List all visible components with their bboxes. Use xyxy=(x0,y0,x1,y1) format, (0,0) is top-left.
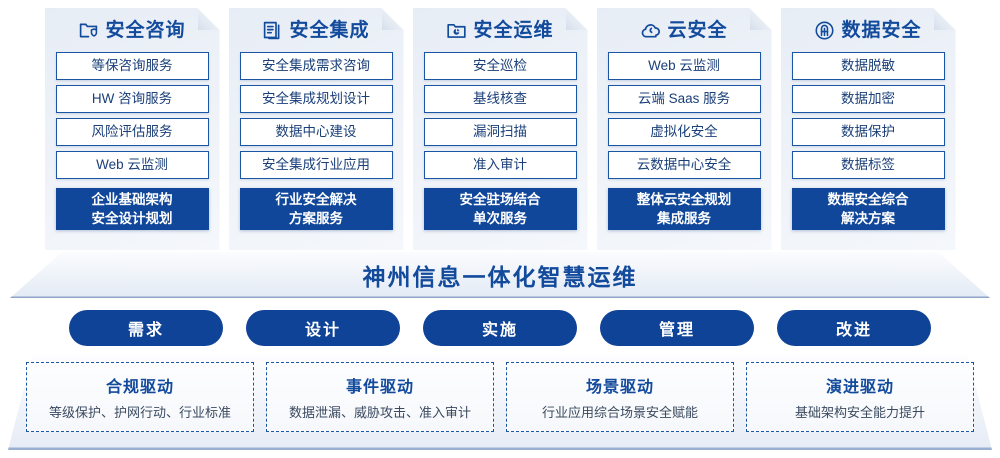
service-item[interactable]: 基线核查 xyxy=(424,85,577,113)
highlight-line-1: 数据安全综合 xyxy=(827,192,909,207)
column-title: 安全集成 xyxy=(289,19,370,41)
column-title: 云安全 xyxy=(667,19,728,41)
column-item-list: 安全巡检 基线核查 漏洞扫描 准入审计 安全驻场结合 单次服务 xyxy=(413,52,588,230)
driver-title: 场景驱动 xyxy=(585,379,654,396)
driver-subtitle: 行业应用综合场景安全赋能 xyxy=(541,405,698,420)
service-item[interactable]: 安全巡检 xyxy=(424,52,577,80)
column-header: 安全集成 xyxy=(229,8,404,52)
stage-pill-requirement[interactable]: 需求 xyxy=(69,310,223,346)
driver-title: 合规驱动 xyxy=(105,379,174,396)
column-highlight-card[interactable]: 数据安全综合 解决方案 xyxy=(792,188,945,230)
folder-shield-icon xyxy=(78,20,99,41)
column-title: 安全运维 xyxy=(473,19,554,41)
column-item-list: 安全集成需求咨询 安全集成规划设计 数据中心建设 安全集成行业应用 行业安全解决… xyxy=(229,52,404,230)
highlight-line-2: 方案服务 xyxy=(289,211,343,226)
column-item-list: 等保咨询服务 HW 咨询服务 风险评估服务 Web 云监测 企业基础架构 安全设… xyxy=(45,52,220,230)
service-item[interactable]: Web 云监测 xyxy=(608,52,761,80)
service-item[interactable]: 数据保护 xyxy=(792,118,945,146)
driver-title: 事件驱动 xyxy=(345,379,414,396)
cloud-icon xyxy=(640,20,661,41)
lifecycle-stage-row: 需求 设计 实施 管理 改进 xyxy=(0,310,1000,348)
service-item[interactable]: 安全集成规划设计 xyxy=(240,85,393,113)
driver-card-evolution[interactable]: 演进驱动 基础架构安全能力提升 xyxy=(746,362,974,432)
highlight-line-2: 集成服务 xyxy=(657,211,711,226)
highlight-line-1: 整体云安全规划 xyxy=(636,192,732,207)
service-item[interactable]: 云数据中心安全 xyxy=(608,151,761,179)
drivers-row: 合规驱动 等级保护、护网行动、行业标准 事件驱动 数据泄漏、威胁攻击、准入审计 … xyxy=(0,362,1000,442)
column-item-list: Web 云监测 云端 Saas 服务 虚拟化安全 云数据中心安全 整体云安全规划… xyxy=(597,52,772,230)
driver-card-scenario[interactable]: 场景驱动 行业应用综合场景安全赋能 xyxy=(506,362,734,432)
column-highlight-card[interactable]: 安全驻场结合 单次服务 xyxy=(424,188,577,230)
highlight-line-2: 单次服务 xyxy=(473,211,527,226)
column-data-security[interactable]: 数据安全 数据脱敏 数据加密 数据保护 数据标签 数据安全综合 解决方案 xyxy=(781,8,956,250)
capability-columns: 安全咨询 等保咨询服务 HW 咨询服务 风险评估服务 Web 云监测 企业基础架… xyxy=(0,8,1000,250)
column-title: 安全咨询 xyxy=(105,19,186,41)
column-header: 云安全 xyxy=(597,8,772,52)
platform-banner-title: 神州信息一体化智慧运维 xyxy=(362,264,638,290)
column-title: 数据安全 xyxy=(841,19,922,41)
driver-subtitle: 基础架构安全能力提升 xyxy=(794,405,925,420)
column-highlight-card[interactable]: 整体云安全规划 集成服务 xyxy=(608,188,761,230)
column-highlight-card[interactable]: 企业基础架构 安全设计规划 xyxy=(56,188,209,230)
column-header: 安全咨询 xyxy=(45,8,220,52)
fingerprint-icon xyxy=(814,20,835,41)
service-item[interactable]: 风险评估服务 xyxy=(56,118,209,146)
folder-chart-icon xyxy=(446,20,467,41)
service-item[interactable]: HW 咨询服务 xyxy=(56,85,209,113)
highlight-line-1: 安全驻场结合 xyxy=(459,192,541,207)
service-item[interactable]: 安全集成行业应用 xyxy=(240,151,393,179)
stage-pill-implementation[interactable]: 实施 xyxy=(423,310,577,346)
documents-stack-icon xyxy=(262,20,283,41)
service-item[interactable]: 数据加密 xyxy=(792,85,945,113)
service-item[interactable]: 数据标签 xyxy=(792,151,945,179)
driver-subtitle: 等级保护、护网行动、行业标准 xyxy=(48,405,231,420)
service-item[interactable]: 云端 Saas 服务 xyxy=(608,85,761,113)
column-highlight-card[interactable]: 行业安全解决 方案服务 xyxy=(240,188,393,230)
highlight-line-2: 解决方案 xyxy=(841,211,895,226)
stage-pill-improvement[interactable]: 改进 xyxy=(777,310,931,346)
highlight-line-1: 企业基础架构 xyxy=(91,192,173,207)
service-item[interactable]: 数据中心建设 xyxy=(240,118,393,146)
driver-title: 演进驱动 xyxy=(825,379,894,396)
stage-pill-design[interactable]: 设计 xyxy=(246,310,400,346)
service-item[interactable]: Web 云监测 xyxy=(56,151,209,179)
service-item[interactable]: 准入审计 xyxy=(424,151,577,179)
service-item[interactable]: 漏洞扫描 xyxy=(424,118,577,146)
column-item-list: 数据脱敏 数据加密 数据保护 数据标签 数据安全综合 解决方案 xyxy=(781,52,956,230)
service-item[interactable]: 虚拟化安全 xyxy=(608,118,761,146)
service-item[interactable]: 数据脱敏 xyxy=(792,52,945,80)
column-header: 数据安全 xyxy=(781,8,956,52)
highlight-line-2: 安全设计规划 xyxy=(91,211,173,226)
service-item[interactable]: 安全集成需求咨询 xyxy=(240,52,393,80)
service-item[interactable]: 等保咨询服务 xyxy=(56,52,209,80)
column-security-consulting[interactable]: 安全咨询 等保咨询服务 HW 咨询服务 风险评估服务 Web 云监测 企业基础架… xyxy=(45,8,220,250)
platform-banner: 神州信息一体化智慧运维 xyxy=(10,252,990,298)
highlight-line-1: 行业安全解决 xyxy=(275,192,357,207)
column-security-integration[interactable]: 安全集成 安全集成需求咨询 安全集成规划设计 数据中心建设 安全集成行业应用 行… xyxy=(229,8,404,250)
column-header: 安全运维 xyxy=(413,8,588,52)
driver-card-compliance[interactable]: 合规驱动 等级保护、护网行动、行业标准 xyxy=(26,362,254,432)
column-cloud-security[interactable]: 云安全 Web 云监测 云端 Saas 服务 虚拟化安全 云数据中心安全 整体云… xyxy=(597,8,772,250)
column-security-operations[interactable]: 安全运维 安全巡检 基线核查 漏洞扫描 准入审计 安全驻场结合 单次服务 xyxy=(413,8,588,250)
driver-subtitle: 数据泄漏、威胁攻击、准入审计 xyxy=(288,405,471,420)
stage-pill-management[interactable]: 管理 xyxy=(600,310,754,346)
driver-card-incident[interactable]: 事件驱动 数据泄漏、威胁攻击、准入审计 xyxy=(266,362,494,432)
